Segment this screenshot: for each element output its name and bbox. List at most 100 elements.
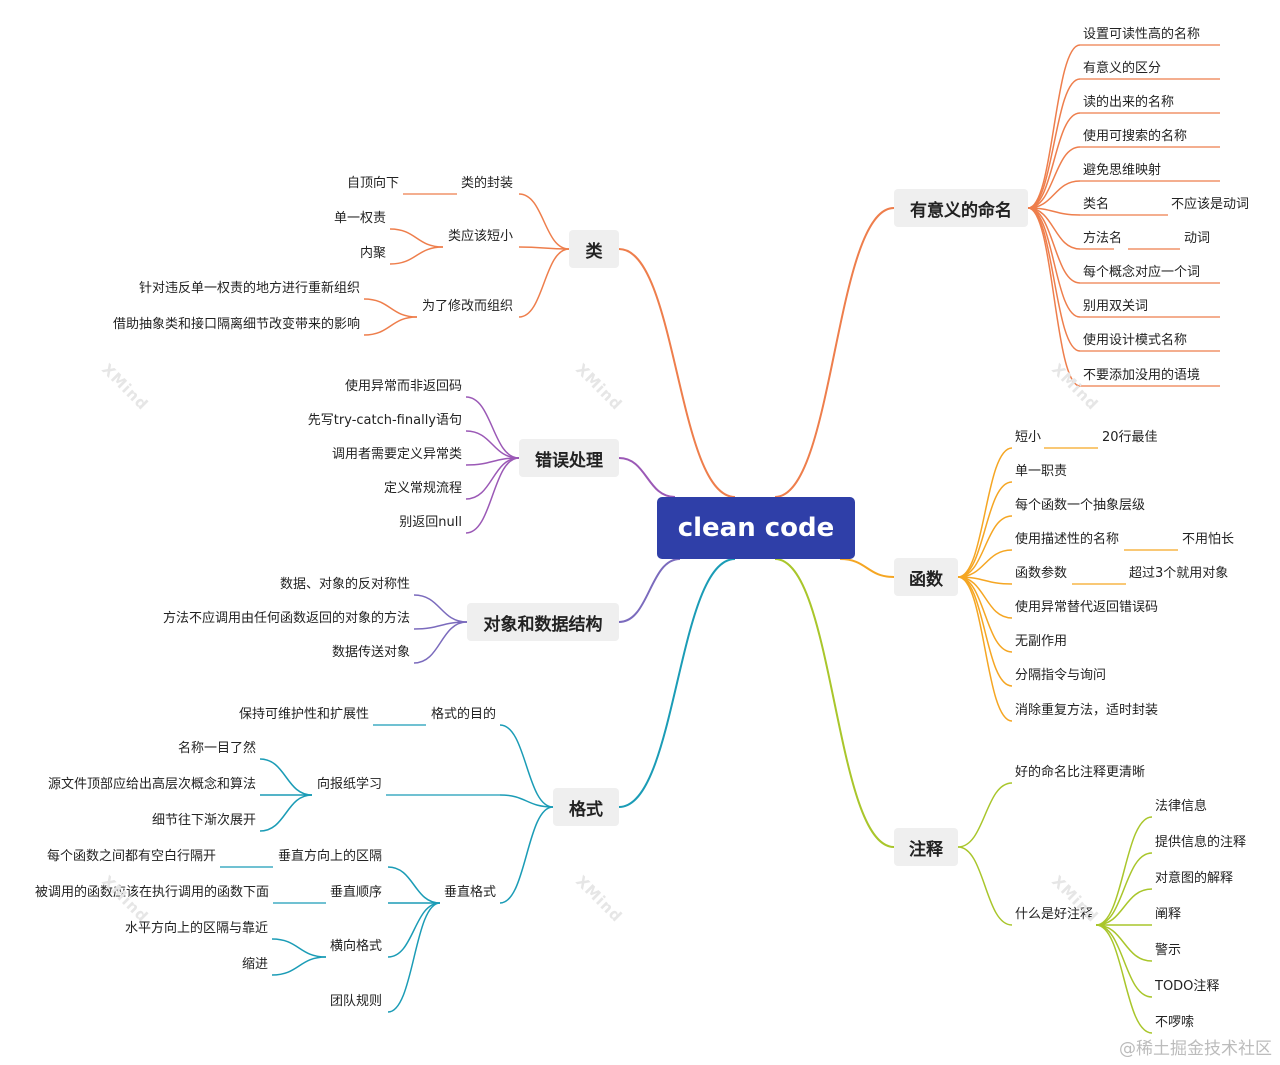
function-item[interactable]: 单一职责: [1015, 464, 1068, 479]
naming-item[interactable]: 设置可读性高的名称: [1083, 27, 1201, 42]
good-comment-item[interactable]: 对意图的解释: [1155, 871, 1234, 886]
error-item[interactable]: 先写try-catch-finally语句: [307, 413, 462, 428]
naming-item[interactable]: 使用可搜索的名称: [1083, 129, 1188, 144]
naming-item[interactable]: 读的出来的名称: [1083, 95, 1175, 110]
link-line: [618, 558, 736, 808]
link-line: [839, 558, 895, 578]
vertical-item[interactable]: 团队规则: [329, 994, 382, 1009]
function-item[interactable]: 分隔指令与询问: [1015, 668, 1107, 683]
vertical-subitem[interactable]: 缩进: [241, 957, 268, 972]
function-item[interactable]: 无副作用: [1015, 634, 1068, 649]
vertical-item[interactable]: 垂直方向上的区隔: [277, 849, 382, 864]
link-line: [1095, 924, 1153, 962]
object-item[interactable]: 数据传送对象: [331, 645, 410, 660]
naming-subitem[interactable]: 动词: [1184, 231, 1211, 246]
vertical-subitem[interactable]: 每个函数之间都有空白行隔开: [46, 849, 216, 864]
naming-item[interactable]: 别用双关词: [1083, 299, 1149, 314]
link-line: [957, 481, 1013, 578]
class-item[interactable]: 为了修改而组织: [421, 299, 513, 314]
format-item[interactable]: 格式的目的: [430, 707, 496, 722]
class-subitem[interactable]: 自顶向下: [346, 176, 399, 191]
function-item[interactable]: 消除重复方法，适时封装: [1015, 703, 1159, 718]
function-item[interactable]: 函数参数: [1015, 566, 1068, 581]
comment-item[interactable]: 什么是好注释: [1015, 907, 1094, 922]
link-line: [1027, 112, 1081, 209]
link-line: [389, 228, 444, 248]
newspaper-item[interactable]: 细节往下渐次展开: [151, 813, 256, 828]
error-item[interactable]: 定义常规流程: [383, 481, 462, 496]
link-line: [259, 758, 313, 796]
good-comment-item[interactable]: 提供信息的注释: [1155, 835, 1247, 850]
link-line: [957, 782, 1013, 848]
function-subitem[interactable]: 不用怕长: [1182, 532, 1235, 547]
branch-format[interactable]: 格式: [553, 788, 619, 826]
object-item[interactable]: 方法不应调用由任何函数返回的对象的方法: [162, 611, 410, 626]
branch-naming[interactable]: 有意义的命名: [894, 189, 1028, 227]
object-item[interactable]: 数据、对象的反对称性: [279, 577, 410, 592]
function-item[interactable]: 使用描述性的名称: [1015, 532, 1120, 547]
branch-comments[interactable]: 注释: [894, 828, 958, 866]
link-line: [1095, 924, 1153, 1034]
link-line: [1027, 207, 1081, 250]
link-line: [518, 193, 570, 250]
link-line: [518, 248, 570, 318]
newspaper-item[interactable]: 名称一目了然: [177, 741, 256, 756]
naming-item[interactable]: 方法名: [1083, 231, 1123, 246]
good-comment-item[interactable]: 法律信息: [1155, 799, 1208, 814]
link-line: [1095, 888, 1153, 926]
class-subitem[interactable]: 单一权责: [333, 211, 386, 226]
vertical-item[interactable]: 横向格式: [329, 939, 382, 954]
link-line: [271, 938, 327, 958]
naming-item[interactable]: 有意义的区分: [1083, 61, 1162, 76]
newspaper-item[interactable]: 源文件顶部应给出高层次概念和算法: [47, 777, 256, 792]
branch-errors[interactable]: 错误处理: [519, 439, 619, 477]
link-line: [1095, 924, 1153, 998]
function-subitem[interactable]: 超过3个就用对象: [1129, 566, 1229, 581]
function-subitem[interactable]: 20行最佳: [1102, 430, 1158, 445]
good-comment-item[interactable]: 阐释: [1155, 907, 1182, 922]
naming-item[interactable]: 不要添加没用的语境: [1083, 368, 1201, 383]
naming-item[interactable]: 避免思维映射: [1083, 163, 1162, 178]
good-comment-item[interactable]: 不啰嗦: [1155, 1015, 1195, 1030]
class-subitem[interactable]: 借助抽象类和接口隔离细节改变带来的影响: [112, 317, 360, 332]
function-item[interactable]: 使用异常替代返回错误码: [1015, 600, 1159, 615]
class-item[interactable]: 类应该短小: [447, 229, 513, 244]
vertical-item[interactable]: 垂直顺序: [329, 885, 382, 900]
link-line: [413, 594, 468, 623]
link-line: [1027, 146, 1081, 209]
link-line: [1027, 180, 1081, 209]
comment-item[interactable]: 好的命名比注释更清晰: [1015, 765, 1146, 780]
good-comment-item[interactable]: 警示: [1155, 943, 1182, 958]
link-line: [518, 246, 570, 250]
vertical-subitem[interactable]: 水平方向上的区隔与靠近: [124, 921, 268, 936]
link-line: [465, 457, 520, 500]
class-subitem[interactable]: 针对违反单一权责的地方进行重新组织: [138, 281, 360, 296]
function-item[interactable]: 每个函数一个抽象层级: [1015, 498, 1146, 513]
format-subitem[interactable]: 保持可维护性和扩展性: [238, 707, 369, 722]
class-item[interactable]: 类的封装: [460, 176, 513, 191]
good-comment-item[interactable]: TODO注释: [1155, 979, 1220, 994]
root-node[interactable]: clean code: [657, 497, 855, 559]
class-subitem[interactable]: 内聚: [359, 246, 386, 261]
format-item[interactable]: 向报纸学习: [316, 777, 382, 792]
link-line: [363, 316, 418, 336]
naming-item[interactable]: 类名: [1083, 197, 1110, 212]
branch-classes[interactable]: 类: [569, 230, 619, 268]
error-item[interactable]: 调用者需要定义异常类: [331, 447, 462, 462]
link-line: [1027, 44, 1081, 209]
link-line: [363, 298, 418, 318]
naming-subitem[interactable]: 不应该是动词: [1171, 197, 1250, 212]
error-item[interactable]: 使用异常而非返回码: [344, 379, 462, 394]
branch-functions[interactable]: 函数: [894, 558, 958, 596]
link-line: [774, 558, 895, 848]
error-item[interactable]: 别返回null: [399, 515, 462, 530]
vertical-subitem[interactable]: 被调用的函数应该在执行调用的函数下面: [34, 885, 269, 900]
branch-objects[interactable]: 对象和数据结构: [467, 603, 619, 641]
link-line: [957, 576, 1013, 619]
naming-item[interactable]: 使用设计模式名称: [1083, 333, 1188, 348]
naming-item[interactable]: 每个概念对应一个词: [1083, 265, 1201, 280]
link-line: [465, 430, 520, 459]
format-item[interactable]: 垂直格式: [443, 885, 496, 900]
function-item[interactable]: 短小: [1015, 430, 1042, 445]
link-line: [618, 457, 676, 498]
